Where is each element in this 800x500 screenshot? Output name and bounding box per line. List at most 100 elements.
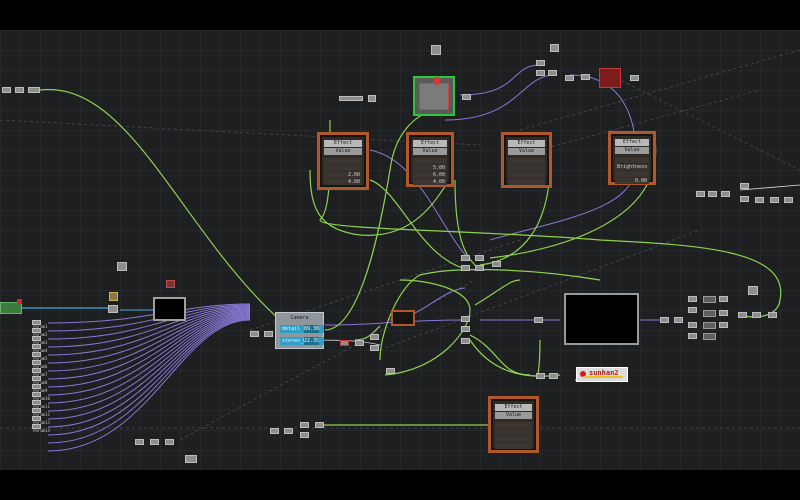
operator-node[interactable]	[688, 333, 697, 339]
camera-panel[interactable]: Camera detail 89.38 stereo_blur 22.35	[275, 312, 324, 349]
hsv-adjust-panel[interactable]: Effect Value 5.00 6.00 4.00	[406, 132, 454, 187]
operator-node[interactable]	[581, 74, 590, 80]
param-node[interactable]	[32, 336, 41, 341]
operator-node[interactable]	[461, 326, 470, 332]
param-node[interactable]	[32, 424, 41, 429]
operator-node[interactable]	[548, 70, 557, 76]
camera-field[interactable]: stereo_blur	[280, 337, 324, 345]
camera-field[interactable]: detail	[280, 325, 324, 333]
hsv-adjust-panel[interactable]: Effect Value 2.00 4.00	[317, 132, 369, 190]
operator-node[interactable]	[135, 439, 144, 445]
operator-node[interactable]	[300, 422, 309, 428]
output-viewer-node[interactable]	[564, 293, 639, 345]
hsv-adjust-panel[interactable]: Effect Value	[501, 132, 552, 188]
param-node[interactable]	[32, 408, 41, 413]
operator-node[interactable]	[15, 87, 24, 93]
operator-node[interactable]	[165, 439, 174, 445]
operator-node[interactable]	[536, 60, 545, 66]
operator-node[interactable]	[475, 255, 484, 261]
top-viewer-node[interactable]	[413, 76, 455, 116]
operator-node[interactable]	[708, 191, 717, 197]
operator-node[interactable]	[300, 432, 309, 438]
operator-node[interactable]	[368, 95, 376, 102]
operator-node[interactable]	[461, 316, 470, 322]
operator-node[interactable]	[740, 196, 749, 202]
field-value[interactable]: 22.35	[304, 337, 320, 345]
param-node[interactable]	[32, 376, 41, 381]
operator-node[interactable]	[719, 322, 728, 328]
operator-node[interactable]	[696, 191, 705, 197]
operator-node[interactable]	[339, 96, 363, 101]
operator-node[interactable]	[117, 262, 127, 271]
operator-node[interactable]	[688, 307, 697, 313]
operator-node[interactable]	[549, 373, 558, 379]
param-node[interactable]	[32, 416, 41, 421]
operator-node[interactable]	[270, 428, 279, 434]
operator-node[interactable]	[475, 265, 484, 271]
operator-node[interactable]	[719, 310, 728, 316]
param-node[interactable]	[32, 392, 41, 397]
operator-node[interactable]	[340, 340, 349, 346]
red-top-node[interactable]	[599, 68, 621, 88]
param-node[interactable]	[32, 344, 41, 349]
operator-node[interactable]	[748, 286, 758, 295]
operator-node[interactable]	[536, 70, 545, 76]
operator-node[interactable]	[630, 75, 639, 81]
operator-node[interactable]	[768, 312, 777, 318]
operator-node[interactable]	[674, 317, 683, 323]
operator-node[interactable]	[370, 345, 379, 351]
operator-node[interactable]	[462, 94, 471, 100]
hsv-adjust-panel[interactable]: Effect Value	[488, 396, 539, 453]
operator-node[interactable]	[315, 422, 324, 428]
operator-node[interactable]	[370, 334, 379, 340]
operator-node[interactable]	[461, 338, 470, 344]
operator-node[interactable]	[703, 310, 716, 317]
operator-node[interactable]	[355, 340, 364, 346]
operator-node[interactable]	[386, 368, 395, 374]
param-node[interactable]	[32, 400, 41, 405]
operator-node[interactable]	[550, 44, 559, 52]
param-node[interactable]	[32, 320, 41, 325]
param-node[interactable]	[32, 384, 41, 389]
operator-node[interactable]	[688, 296, 697, 302]
field-value[interactable]: 89.38	[304, 325, 320, 333]
network-editor-canvas[interactable]: Effect Value 2.00 4.00 Effect Value 5.00…	[0, 30, 800, 470]
operator-node[interactable]	[703, 333, 716, 340]
operator-node[interactable]	[536, 373, 545, 379]
param-node[interactable]	[32, 352, 41, 357]
operator-node[interactable]	[703, 322, 716, 329]
operator-node[interactable]	[431, 45, 441, 55]
operator-node[interactable]	[703, 296, 716, 303]
green-input-node[interactable]	[0, 302, 22, 314]
param-node[interactable]	[32, 368, 41, 373]
operator-node[interactable]	[28, 87, 40, 93]
operator-node[interactable]	[264, 331, 273, 337]
operator-node[interactable]	[2, 87, 11, 93]
operator-node[interactable]	[784, 197, 793, 203]
operator-node[interactable]	[109, 292, 118, 301]
operator-node[interactable]	[565, 75, 574, 81]
operator-node[interactable]	[740, 183, 749, 189]
operator-node[interactable]	[534, 317, 543, 323]
operator-node[interactable]	[721, 191, 730, 197]
operator-node[interactable]	[150, 439, 159, 445]
orange-top-node[interactable]	[391, 310, 415, 326]
preview-node[interactable]	[153, 297, 186, 321]
operator-node[interactable]	[660, 317, 669, 323]
operator-node[interactable]	[461, 255, 470, 261]
operator-node[interactable]	[719, 296, 728, 302]
operator-node[interactable]	[185, 455, 197, 463]
operator-node[interactable]	[738, 312, 747, 318]
operator-node[interactable]	[461, 265, 470, 271]
param-node[interactable]	[32, 328, 41, 333]
operator-node[interactable]	[166, 280, 175, 288]
operator-node[interactable]	[770, 197, 779, 203]
operator-node[interactable]	[755, 197, 764, 203]
operator-node[interactable]	[752, 312, 761, 318]
operator-node[interactable]	[492, 261, 501, 267]
text-top-node[interactable]: sunhan2	[576, 367, 628, 382]
operator-node[interactable]	[284, 428, 293, 434]
operator-node[interactable]	[250, 331, 259, 337]
hsv-adjust-panel[interactable]: Effect Value Brightness 8.00 0.00	[608, 131, 656, 185]
param-node[interactable]	[32, 360, 41, 365]
